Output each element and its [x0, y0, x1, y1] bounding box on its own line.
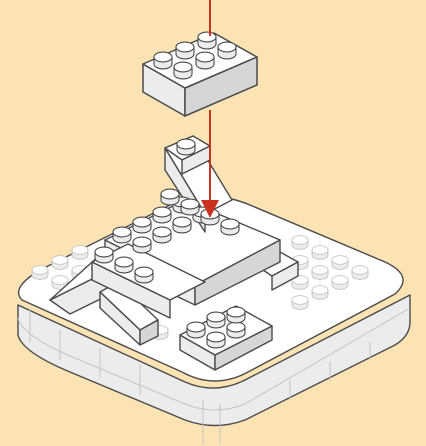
- brick-stud: [181, 199, 199, 215]
- plate-stud: [207, 332, 225, 348]
- brick-stud: [115, 257, 133, 273]
- base-plate-stud: [312, 246, 328, 260]
- brick-stud: [153, 227, 171, 243]
- plate-stud: [227, 307, 245, 323]
- base-plate-stud: [292, 296, 308, 310]
- base-plate-stud: [52, 256, 68, 270]
- brick-stud: [153, 207, 171, 223]
- base-plate-stud: [312, 266, 328, 280]
- base-plate-stud: [312, 286, 328, 300]
- brick-stud: [218, 42, 236, 59]
- brick-stud: [95, 247, 113, 263]
- plate-stud: [207, 312, 225, 328]
- base-plate-stud: [292, 236, 308, 250]
- brick-stud: [135, 267, 153, 283]
- brick-stud: [221, 219, 239, 235]
- brick-stud: [161, 189, 179, 205]
- brick-stud: [173, 217, 191, 233]
- base-plate-stud: [352, 266, 368, 280]
- base-plate-stud: [332, 276, 348, 290]
- brick-stud: [196, 52, 214, 69]
- plate-stud: [187, 322, 205, 338]
- base-plate-stud: [32, 266, 48, 280]
- plate-stud: [227, 322, 245, 338]
- brick-stud: [154, 52, 172, 69]
- brick-stud: [133, 217, 151, 233]
- brick-stud: [174, 62, 192, 79]
- base-plate-stud: [72, 246, 88, 260]
- brick-stud: [113, 227, 131, 243]
- base-plate-stud: [332, 256, 348, 270]
- brick-stud: [177, 139, 195, 155]
- brick-stud: [198, 32, 216, 49]
- brick-stud: [176, 42, 194, 59]
- brick-stud: [133, 237, 151, 253]
